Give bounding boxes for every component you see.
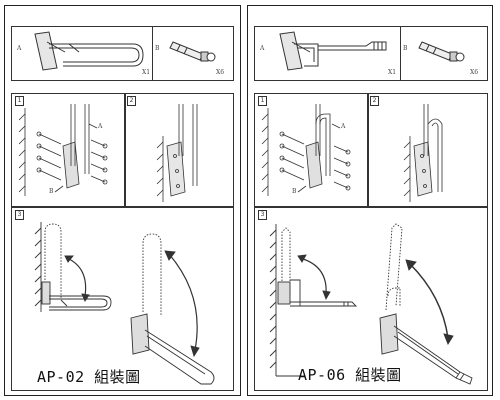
step2-panel [124,93,234,208]
step1-illustration [18,104,108,196]
step1-callout-a: A [341,123,346,130]
part-a-letter: A [260,45,265,52]
step1-illustration [261,104,351,196]
swing-bar-part-illustration [279,31,387,71]
step2-number: 2 [127,96,136,106]
left-assembly-sheet: A X1 B X6 1 2 [4,5,241,396]
step3-illustration [269,223,473,385]
part-b-qty: X6 [216,69,225,76]
part-b-letter: B [155,45,160,52]
anchor-bolt-part-illustration [169,41,216,62]
part-a-cell [254,26,401,81]
step2-number: 2 [370,96,379,106]
part-b-letter: B [403,45,408,52]
step3-number: 3 [15,210,24,220]
grab-bar-part-illustration [34,31,144,71]
right-assembly-sheet: A X1 B X6 1 2 [247,5,493,396]
step1-number: 1 [258,96,267,106]
part-a-qty: X1 [142,69,151,76]
step1-number: 1 [15,96,24,106]
step2-illustration [403,104,443,202]
step1-panel [11,93,126,208]
part-a-letter: A [17,45,22,52]
step3-illustration [34,222,215,385]
step3-number: 3 [258,210,267,220]
part-a-cell [11,26,153,81]
right-sheet-title: AP-06 組裝圖 [298,366,402,384]
part-b-qty: X6 [470,69,479,76]
anchor-bolt-part-illustration [418,41,465,62]
step2-illustration [156,104,198,202]
step2-panel [367,93,488,208]
part-a-qty: X1 [388,69,397,76]
step1-panel [254,93,369,208]
step3-panel [11,206,234,391]
step1-callout-a: A [98,123,103,130]
step1-callout-b: B [292,188,297,195]
step3-panel [254,206,488,391]
step1-callout-b: B [49,188,54,195]
left-sheet-title: AP-02 組裝圖 [37,368,141,386]
